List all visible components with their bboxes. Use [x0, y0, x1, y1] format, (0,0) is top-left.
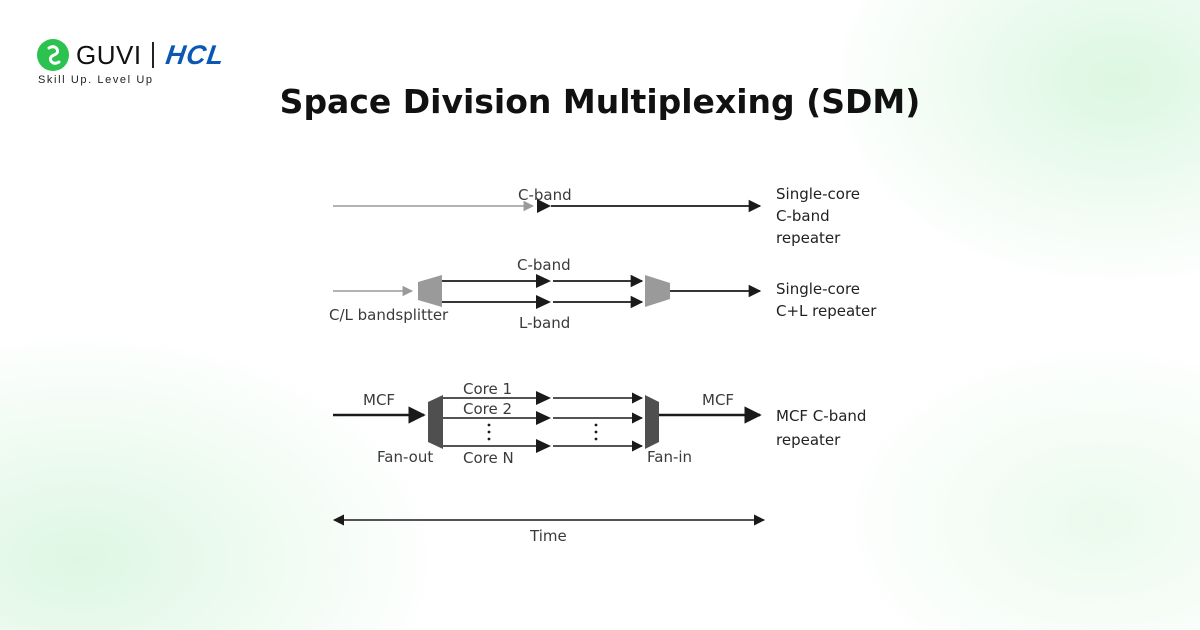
repeater-desc-line1: Single-core — [776, 185, 860, 203]
row-mcf-c-band: MCF Fan-out Core 1 Core 2 Core N Fan-in … — [333, 380, 866, 467]
coreN-amplifier — [536, 439, 551, 453]
repeater-desc-line1: Single-core — [776, 280, 860, 298]
core1-amplifier — [536, 391, 551, 405]
row-single-core-c-l-band: C-band L-band C/L bandsplitter Single-co… — [329, 256, 877, 332]
core2-amplifier — [536, 411, 551, 425]
fan-in-device — [645, 395, 659, 449]
core2-label: Core 2 — [463, 400, 512, 418]
fan-in-label: Fan-in — [647, 448, 692, 466]
guvi-logo-icon — [37, 39, 69, 71]
core1-label: Core 1 — [463, 380, 512, 398]
c-band-amplifier — [536, 274, 551, 288]
brand-logo: GUVI HCL Skill Up. Level Up — [36, 38, 226, 86]
repeater-desc-line2: C-band — [776, 207, 830, 225]
ellipsis-dots-left — [487, 423, 491, 441]
fan-out-label: Fan-out — [377, 448, 433, 466]
amplifier-triangle — [537, 199, 551, 213]
ellipsis-dots-right — [594, 423, 598, 441]
row-single-core-c-band: C-band Single-core C-band repeater — [333, 185, 860, 247]
coreN-label: Core N — [463, 449, 514, 467]
guvi-wordmark: GUVI — [76, 39, 142, 70]
mcf-output-label: MCF — [702, 391, 734, 409]
c-band-label: C-band — [517, 256, 571, 274]
page-title: Space Division Multiplexing (SDM) — [279, 82, 921, 121]
repeater-desc-line1: MCF C-band — [776, 407, 866, 425]
bandsplitter-label: C/L bandsplitter — [329, 306, 449, 324]
bandsplitter-demux — [418, 275, 442, 307]
bandsplitter-mux — [645, 275, 670, 307]
repeater-desc-line2: repeater — [776, 431, 841, 449]
repeater-desc-line2: C+L repeater — [776, 302, 877, 320]
time-label: Time — [529, 527, 567, 545]
c-band-label: C-band — [518, 186, 572, 204]
time-axis: Time — [332, 514, 766, 545]
mcf-input-label: MCF — [363, 391, 395, 409]
l-band-label: L-band — [519, 314, 570, 332]
logo-divider — [151, 42, 154, 68]
l-band-amplifier — [536, 295, 551, 309]
brand-tagline: Skill Up. Level Up — [38, 74, 154, 86]
repeater-desc-line3: repeater — [776, 229, 841, 247]
fan-out-device — [428, 395, 443, 449]
